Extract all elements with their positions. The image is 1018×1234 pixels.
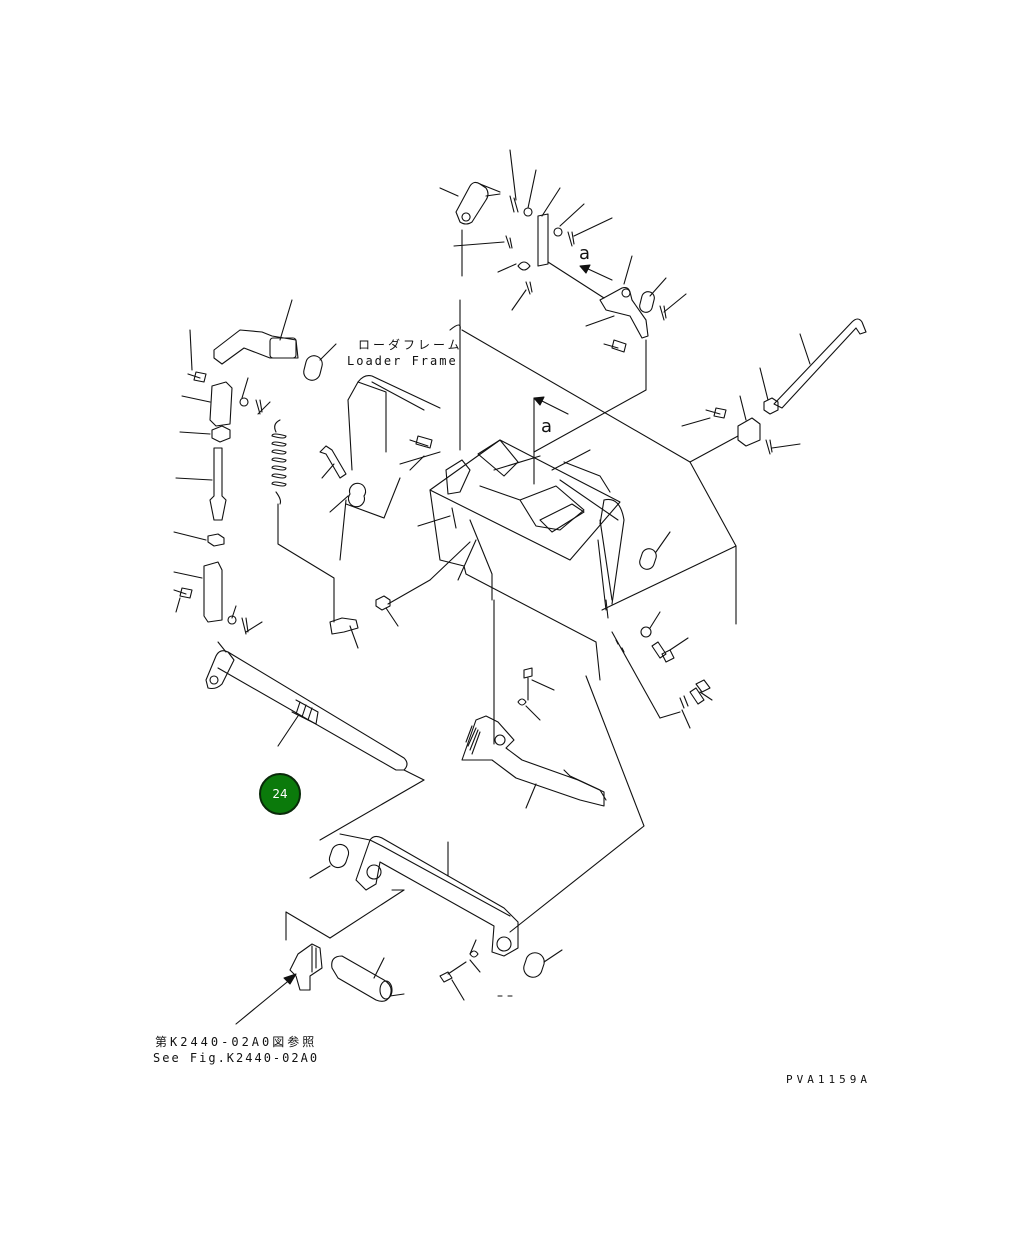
nut: [763, 397, 779, 415]
loader-frame-label-en: Loader Frame: [347, 354, 458, 368]
clevis: [209, 381, 233, 427]
bushing: [639, 548, 657, 570]
loader-frame-label-jp: ローダフレーム: [358, 338, 463, 352]
see-figure-label-en: See Fig.K2440-02A0: [153, 1051, 320, 1065]
reference-arrow: [235, 973, 297, 1025]
drawing-code: PVA1159A: [786, 1073, 871, 1086]
part-callout-badge[interactable]: 24: [259, 773, 301, 815]
pedal-lever: [461, 715, 605, 807]
bushing: [328, 843, 350, 869]
bolt: [439, 961, 467, 983]
adjust-rod: [209, 447, 227, 521]
view-arrows: [533, 264, 613, 485]
yoke: [329, 617, 359, 635]
part-callout-number: 24: [272, 787, 288, 801]
right-parts: [509, 318, 867, 933]
nut: [375, 595, 391, 611]
clevis: [203, 561, 223, 623]
roller: [331, 955, 392, 1002]
plate-bracket: [537, 213, 549, 267]
bolt: [651, 641, 675, 663]
bracket-plate: [355, 835, 519, 957]
bolt: [523, 667, 533, 701]
frame-plate: [429, 439, 621, 561]
see-figure-label-jp: 第K2440-02A0図参照: [155, 1035, 318, 1049]
frame-arm: [347, 375, 441, 471]
upper-bell-crank: [213, 329, 299, 365]
bell-crank: [599, 286, 649, 339]
washer: [523, 207, 533, 217]
top-lever: [455, 181, 489, 225]
yoke-end: [289, 943, 323, 991]
loader-frame-outline: [429, 299, 737, 681]
bolt: [187, 371, 207, 383]
bushing: [639, 291, 655, 313]
cotter-pin: [509, 195, 519, 213]
bolt: [705, 407, 727, 419]
cotter-pin: [567, 231, 575, 247]
leader-line: [439, 187, 459, 197]
rod-end: [479, 183, 501, 197]
shaft-arm: [205, 650, 235, 690]
stud-bolt: [319, 445, 347, 479]
top-linkage-group: [439, 149, 687, 453]
bolt: [689, 679, 711, 705]
clevis: [737, 417, 761, 447]
long-rod: [773, 318, 867, 409]
view-a-label-mid: a: [541, 416, 553, 437]
cotter-pin: [659, 305, 667, 321]
washer: [553, 227, 563, 237]
cotter-pin: [525, 281, 533, 295]
bottom-bracket: [285, 833, 563, 1002]
bolt: [173, 587, 193, 599]
bushing: [523, 952, 545, 978]
nut: [207, 533, 225, 547]
cotter-pin: [505, 235, 513, 249]
bushing: [303, 355, 323, 381]
view-a-label-top: a: [579, 243, 591, 264]
washer: [640, 626, 652, 638]
main-shaft: [205, 641, 425, 841]
left-parts: [173, 299, 495, 745]
return-spring: [271, 419, 287, 505]
nut: [211, 425, 231, 443]
pedal-assembly: [461, 667, 607, 809]
spring-clip: [517, 261, 531, 271]
bolt: [603, 339, 627, 353]
mount-bracket: [445, 459, 471, 495]
